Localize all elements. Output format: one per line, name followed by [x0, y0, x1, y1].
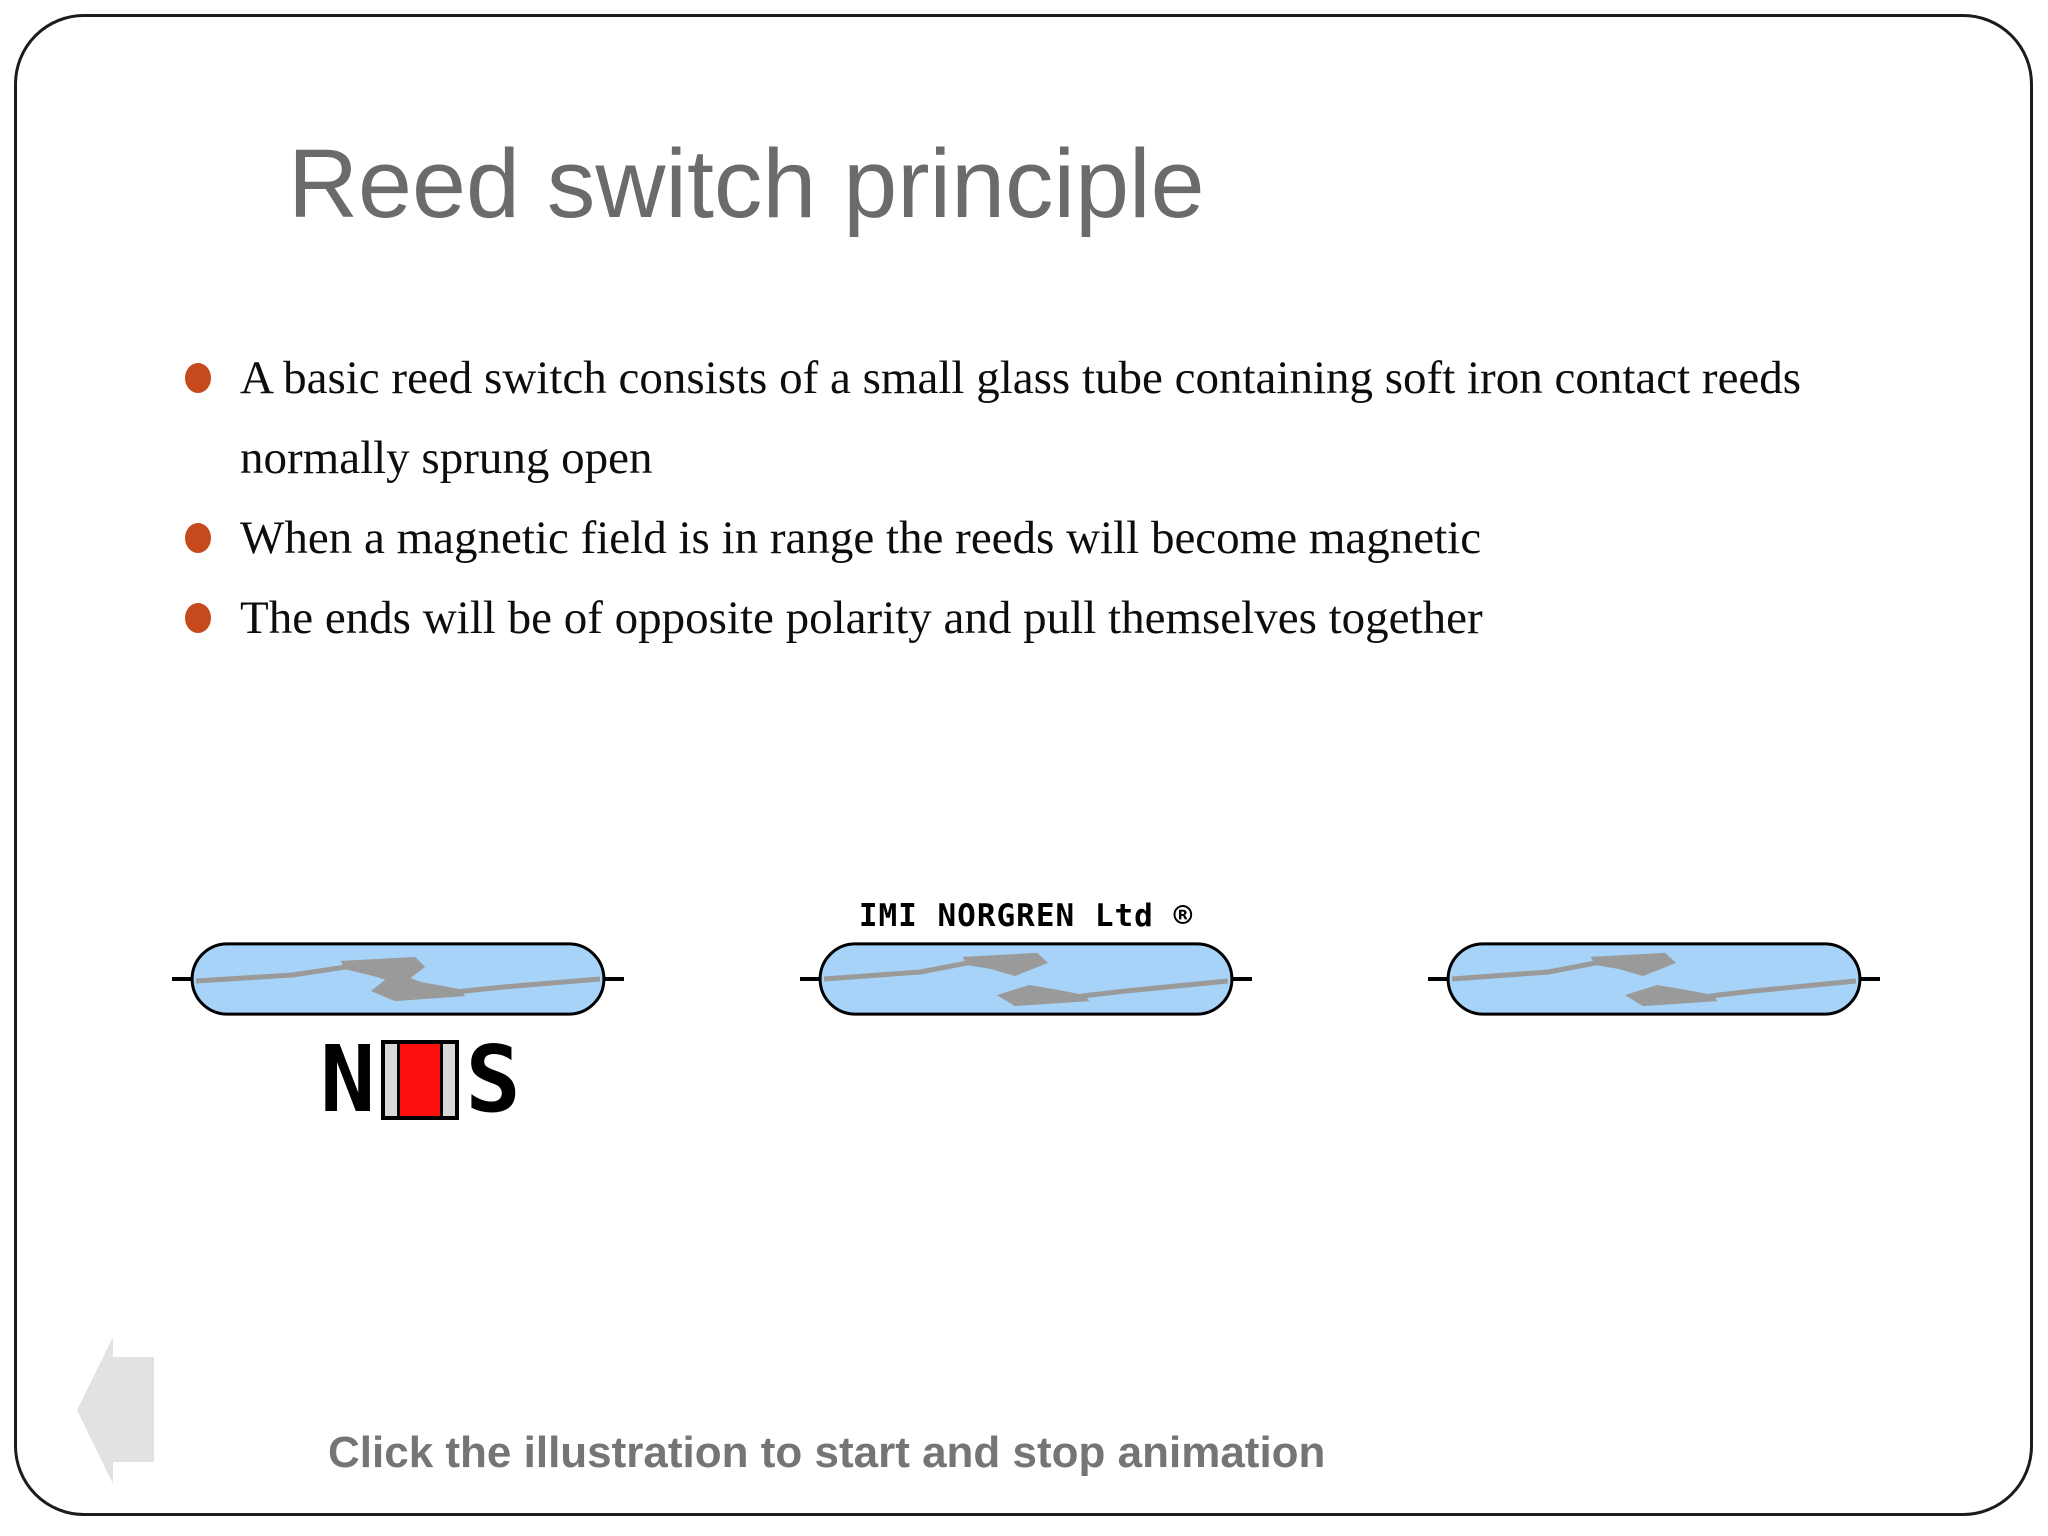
left-reed-contact [1590, 952, 1677, 976]
magnet-north-label: N [320, 1026, 376, 1133]
bullet-text: A basic reed switch consists of a small … [240, 352, 1802, 484]
glass-tube [1446, 942, 1862, 1016]
left-reed [823, 959, 974, 982]
magnet-pole-right [443, 1044, 456, 1116]
magnet-south-label: S [465, 1026, 521, 1133]
magnet-body [381, 1040, 460, 1120]
bullet-icon [185, 603, 211, 633]
right-reed-contact [370, 971, 466, 1002]
magnet-illustration[interactable]: N S [320, 1026, 521, 1133]
bullet-icon [185, 523, 211, 553]
left-reed [1451, 959, 1602, 982]
bullet-icon [185, 363, 211, 393]
bullet-list: A basic reed switch consists of a small … [185, 338, 1825, 658]
magnet-core [397, 1044, 444, 1116]
right-reed-contact [996, 985, 1090, 1007]
reed-switch-open-branded-illustration[interactable] [800, 938, 1252, 1020]
bullet-text: When a magnetic field is in range the re… [240, 512, 1482, 564]
back-arrow-icon [77, 1337, 154, 1484]
reed-switch-closed-illustration[interactable] [172, 938, 624, 1020]
page-title: Reed switch principle [288, 129, 1205, 238]
bullet-item: A basic reed switch consists of a small … [185, 338, 1825, 498]
bullet-item: When a magnetic field is in range the re… [185, 498, 1825, 578]
right-reed [1080, 978, 1229, 999]
right-reed-contact [1624, 985, 1718, 1007]
reed-switch-open-illustration[interactable] [1428, 938, 1880, 1020]
left-reed [195, 963, 354, 984]
left-reed-contact [962, 952, 1049, 976]
animation-hint-text: Click the illustration to start and stop… [328, 1428, 1326, 1477]
right-reed [454, 976, 601, 995]
back-arrow-button[interactable] [70, 1332, 162, 1492]
right-reed [1708, 978, 1857, 999]
bullet-text: The ends will be of opposite polarity an… [240, 592, 1483, 644]
brand-label: IMI NORGREN Ltd ® [858, 898, 1194, 934]
glass-tube [818, 942, 1234, 1016]
bullet-item: The ends will be of opposite polarity an… [185, 578, 1825, 658]
magnet-pole-left [385, 1044, 398, 1116]
